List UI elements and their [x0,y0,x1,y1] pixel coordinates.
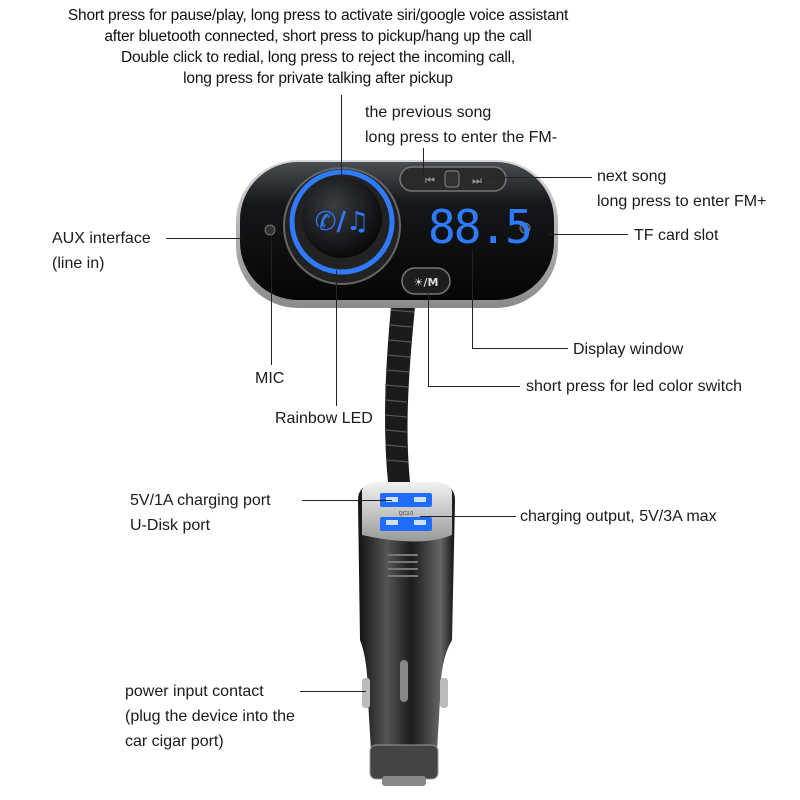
label-next-song: next song [597,168,667,185]
top-description-line-1: Short press for pause/play, long press t… [67,7,569,24]
label-previous-song: the previous song [365,104,492,121]
next-icon: ⏭ [472,174,482,187]
label-charging-output: charging output, 5V/3A max [520,508,717,525]
label-power-input-3: car cigar port) [125,733,224,750]
leader-previous-song [423,148,424,178]
rainbow-led-ring [289,169,395,275]
gooseneck [384,296,416,482]
leader-led-switch-h [428,386,520,387]
label-aux: AUX interface [52,230,151,247]
label-power-input-2: (plug the device into the [125,708,295,725]
bulb-mode-icon: ☀/M [414,276,439,289]
usb-port-1 [380,493,432,507]
vent-grille [388,554,418,577]
label-charging-port: 5V/1A charging port [130,492,271,509]
top-description-line-3: Double click to redial, long press to re… [120,49,516,66]
label-previous-song-long: long press to enter the FM- [365,129,558,146]
side-contact [400,660,408,702]
top-description-line-4: long press for private talking after pic… [183,70,453,87]
leader-power-input [300,691,366,692]
previous-icon: ⏮ [425,174,435,187]
label-led-switch: short press for led color switch [526,378,743,395]
leader-aux [166,238,242,239]
port-label: QC3.0 [399,511,414,517]
center-divider [444,170,460,188]
main-button[interactable]: ✆/♫ [283,167,401,285]
label-mic: MIC [255,370,285,387]
leader-main-button [341,95,342,190]
label-aux-line-in: (line in) [52,255,105,272]
leader-led-switch-v [428,288,429,386]
leader-mic [271,235,272,365]
leader-display-h [472,348,568,349]
leader-next-song [490,177,592,178]
label-next-song-long: long press to enter FM+ [597,193,767,210]
leader-tf-card [548,234,628,235]
charger-body: QC3.0 [358,482,455,786]
led-color-button[interactable]: ☀/M [401,267,451,295]
tf-card-slot [519,222,531,234]
label-u-disk-port: U-Disk port [130,517,211,534]
label-tf-card: TF card slot [634,227,719,244]
display-window: 88.5 [428,200,533,254]
mic-hole [264,224,276,236]
phone-music-icon: ✆/♫ [315,207,370,237]
label-display-window: Display window [573,341,684,358]
leader-display-v [472,250,473,348]
label-rainbow-led: Rainbow LED [275,410,373,427]
power-contact-left [362,678,370,708]
power-contact-right [440,678,448,708]
head-unit: ✆/♫ ⏮ ⏭ ☀/M [236,160,558,308]
charger-tip [369,744,439,780]
leader-charging-port [302,500,392,501]
prev-next-button[interactable]: ⏮ ⏭ [399,166,507,192]
top-description-line-2: after bluetooth connected, short press t… [104,28,532,45]
leader-rainbow-led [336,270,337,406]
leader-charging-output [420,516,516,517]
label-power-input: power input contact [125,683,264,700]
